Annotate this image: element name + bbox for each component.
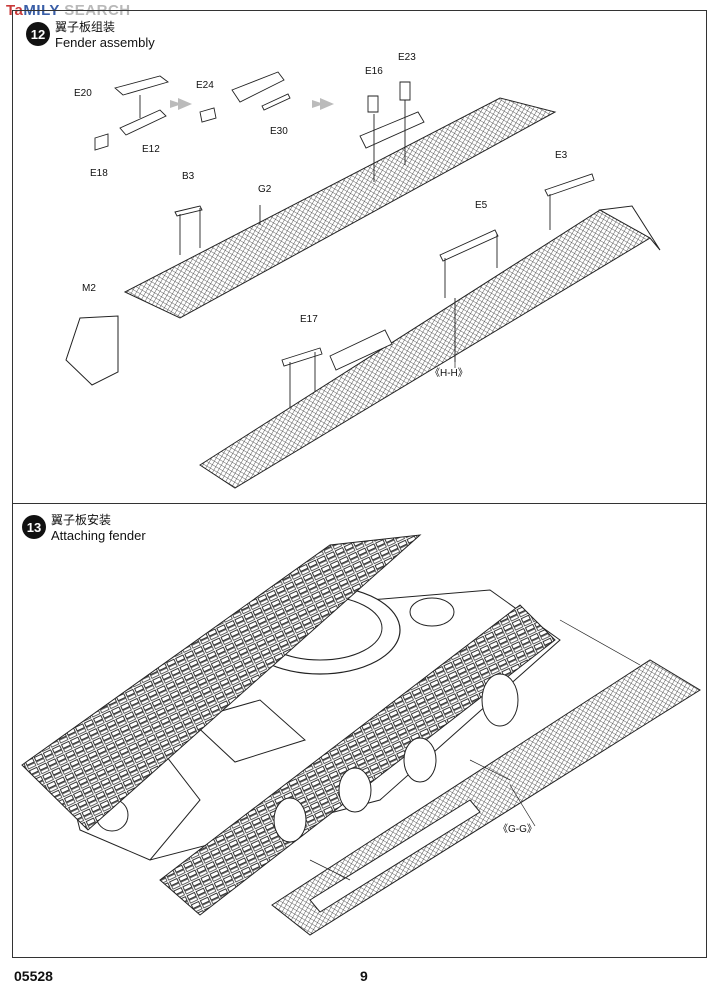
label-e3: E3 xyxy=(555,150,568,161)
gg-leader xyxy=(509,784,536,827)
label-e12: E12 xyxy=(142,144,160,155)
label-e5: E5 xyxy=(475,200,488,211)
fender-fittings-lower xyxy=(281,173,595,408)
label-e16: E16 xyxy=(365,66,383,77)
label-e18: E18 xyxy=(90,168,108,179)
attach-guide-lines xyxy=(309,619,641,881)
label-e17: E17 xyxy=(300,314,318,325)
fender-fittings-upper xyxy=(174,81,425,255)
step-13-title-cn: 翼子板安装 xyxy=(51,513,112,527)
label-m2: M2 xyxy=(82,283,96,294)
right-fender-end xyxy=(598,205,661,251)
hull-hatch-right xyxy=(409,597,455,627)
step-12-number: 12 xyxy=(26,22,50,46)
step-13-header: 13 翼子板安装 Attaching fender xyxy=(22,513,146,543)
storage-tube xyxy=(309,799,481,913)
label-e23: E23 xyxy=(398,52,416,63)
page-number: 9 xyxy=(360,968,368,984)
road-wheels xyxy=(273,673,519,843)
assembly-arrow-2 xyxy=(312,98,334,110)
step-12-title-en: Fender assembly xyxy=(55,35,155,50)
step-12-title-cn: 翼子板组装 xyxy=(55,20,116,34)
track-right xyxy=(159,604,556,916)
product-code: 05528 xyxy=(14,968,53,984)
label-e30: E30 xyxy=(270,126,288,137)
part-e12-assembly xyxy=(94,75,169,151)
part-e24-assembly xyxy=(199,71,291,123)
part-m2-mudguard xyxy=(65,315,119,386)
engine-deck xyxy=(189,699,306,763)
label-e24: E24 xyxy=(196,80,214,91)
step-13-number: 13 xyxy=(22,515,46,539)
step-12-panel xyxy=(12,10,707,503)
label-b3: B3 xyxy=(182,171,195,182)
left-fender-upper xyxy=(123,97,557,319)
track-left xyxy=(21,534,422,831)
label-gg: 《G-G》 xyxy=(498,824,537,835)
step-13-title-en: Attaching fender xyxy=(51,528,146,543)
assembly-arrow-1 xyxy=(170,98,192,110)
label-e20: E20 xyxy=(74,88,92,99)
label-g2: G2 xyxy=(258,184,272,195)
step-13-panel xyxy=(12,503,707,958)
step-12-header: 12 翼子板组装 Fender assembly xyxy=(26,20,155,50)
label-hh: 《H-H》 xyxy=(430,368,468,379)
